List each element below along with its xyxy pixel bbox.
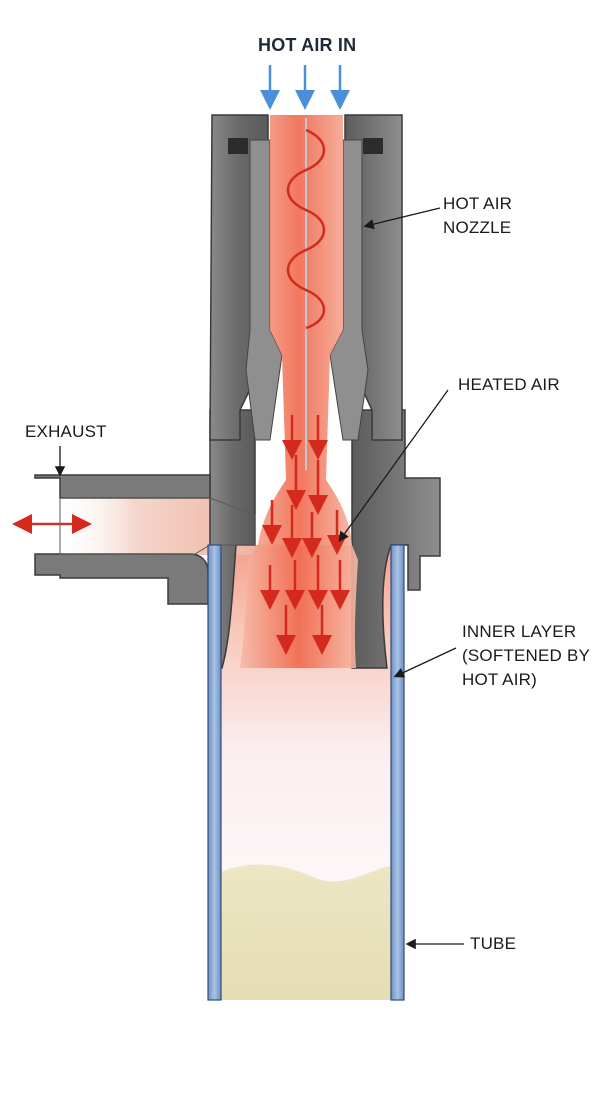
exhaust-label: EXHAUST [25,422,107,441]
leader-lines [54,207,464,950]
housing-exhaust-lip [59,497,256,555]
leader-nozzle [363,207,441,230]
inlet-arrows [260,65,350,110]
inner-layer-line1: INNER LAYER [462,622,577,641]
tube-material [221,864,391,1000]
tube-label: TUBE [470,934,517,953]
nozzle-label-line2: NOZZLE [443,218,512,237]
heating-coil-icon [286,128,326,330]
heat-arrows [260,415,350,655]
hot-air-in-label: HOT AIR IN [258,35,357,55]
nozzle-label-line1: HOT AIR [443,194,513,213]
nozzle-cap-right [363,138,383,154]
inner-layer-line3: HOT AIR) [462,670,537,689]
leader-heated-air [338,389,449,543]
heated-air-label: HEATED AIR [458,375,560,394]
inner-layer-label: INNER LAYER (SOFTENED BY HOT AIR) [462,620,590,692]
hot-air-nozzle-label: HOT AIR NOZZLE [443,192,512,240]
nozzle-cap-left [228,138,248,154]
leader-inner-layer [393,647,457,678]
tube-wall-right [390,544,405,1001]
inner-layer-line2: (SOFTENED BY [462,646,591,665]
housing-right [351,409,441,669]
tube-wall-left [207,544,222,1001]
